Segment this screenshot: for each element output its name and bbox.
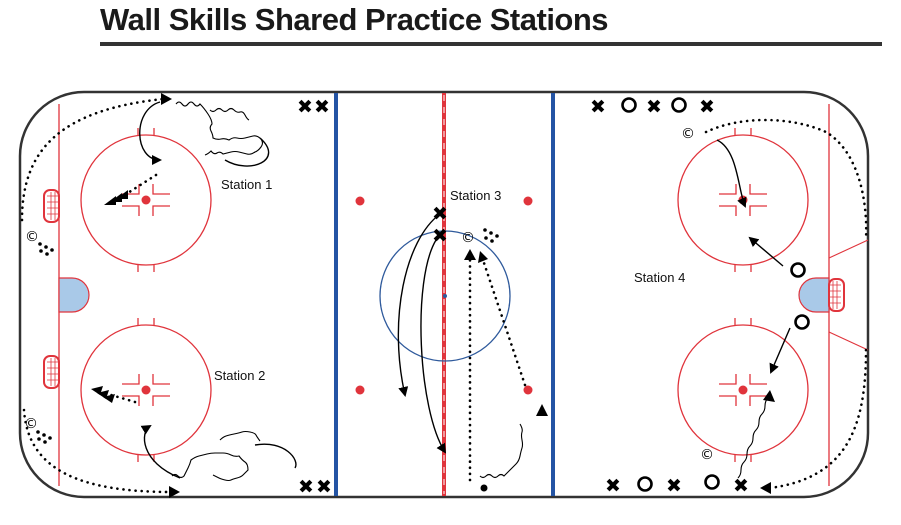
title-underline <box>100 42 882 46</box>
coach-symbol: © <box>681 126 695 142</box>
player-x: ✖ <box>699 96 715 118</box>
pass-arrowheads <box>161 93 771 498</box>
center-dot <box>443 294 447 298</box>
neutral-dot <box>355 196 365 206</box>
coach-symbol: © <box>461 230 475 246</box>
faceoff-dot <box>738 385 748 395</box>
player-x: ✖ <box>590 96 606 118</box>
station-1-label: Station 1 <box>221 177 272 192</box>
player-x: ✖ <box>314 96 330 118</box>
puck-pile <box>36 430 52 444</box>
carry-arrowhead <box>536 404 548 416</box>
player-x: ✖ <box>605 475 621 497</box>
player-o <box>671 97 687 113</box>
goal-crease-left <box>58 277 90 313</box>
player-o <box>790 262 806 278</box>
station-4-label: Station 4 <box>634 270 685 285</box>
player-o <box>621 97 637 113</box>
coach-symbol: © <box>24 416 38 432</box>
puck-pile <box>38 242 54 256</box>
trapezoid-line <box>828 331 869 351</box>
coach-symbol: © <box>700 447 714 463</box>
page-title: Wall Skills Shared Practice Stations <box>100 2 609 37</box>
net-right <box>828 278 845 312</box>
player-x: ✖ <box>432 225 448 247</box>
player-x: ✖ <box>733 475 749 497</box>
blue-line-right <box>551 93 555 496</box>
faceoff-dot <box>141 195 151 205</box>
player-x: ✖ <box>297 96 313 118</box>
station-3-label: Station 3 <box>450 188 501 203</box>
faceoff-hashes <box>137 128 752 462</box>
neutral-dot <box>523 196 533 206</box>
net-left-bottom <box>43 355 60 389</box>
player-o <box>704 474 720 490</box>
goal-crease-right <box>798 277 830 313</box>
center-circle <box>379 230 511 362</box>
player-x: ✖ <box>316 476 332 498</box>
neutral-dot <box>523 385 533 395</box>
player-x: ✖ <box>646 96 662 118</box>
trapezoid-line <box>828 239 869 259</box>
faceoff-circle-right-top <box>677 134 809 266</box>
blue-line-left <box>334 93 338 496</box>
station-2-label: Station 2 <box>214 368 265 383</box>
carry-paths <box>171 101 769 482</box>
net-left-top <box>43 189 60 223</box>
faceoff-circle-left-top <box>80 134 212 266</box>
player-x: ✖ <box>666 475 682 497</box>
puck-pile <box>483 228 499 243</box>
skate-paths <box>139 101 791 479</box>
faceoff-circle-left-bottom <box>80 324 212 456</box>
coach-symbol: © <box>25 229 39 245</box>
faceoff-circle-right-bottom <box>677 324 809 456</box>
player-x: ✖ <box>298 476 314 498</box>
faceoff-l-marks <box>122 184 767 406</box>
neutral-dot <box>355 385 365 395</box>
faceoff-dot <box>141 385 151 395</box>
carry-arrowhead <box>763 390 775 402</box>
player-o <box>794 314 810 330</box>
puck <box>480 484 488 492</box>
shot-marks <box>91 190 128 403</box>
player-o <box>637 476 653 492</box>
